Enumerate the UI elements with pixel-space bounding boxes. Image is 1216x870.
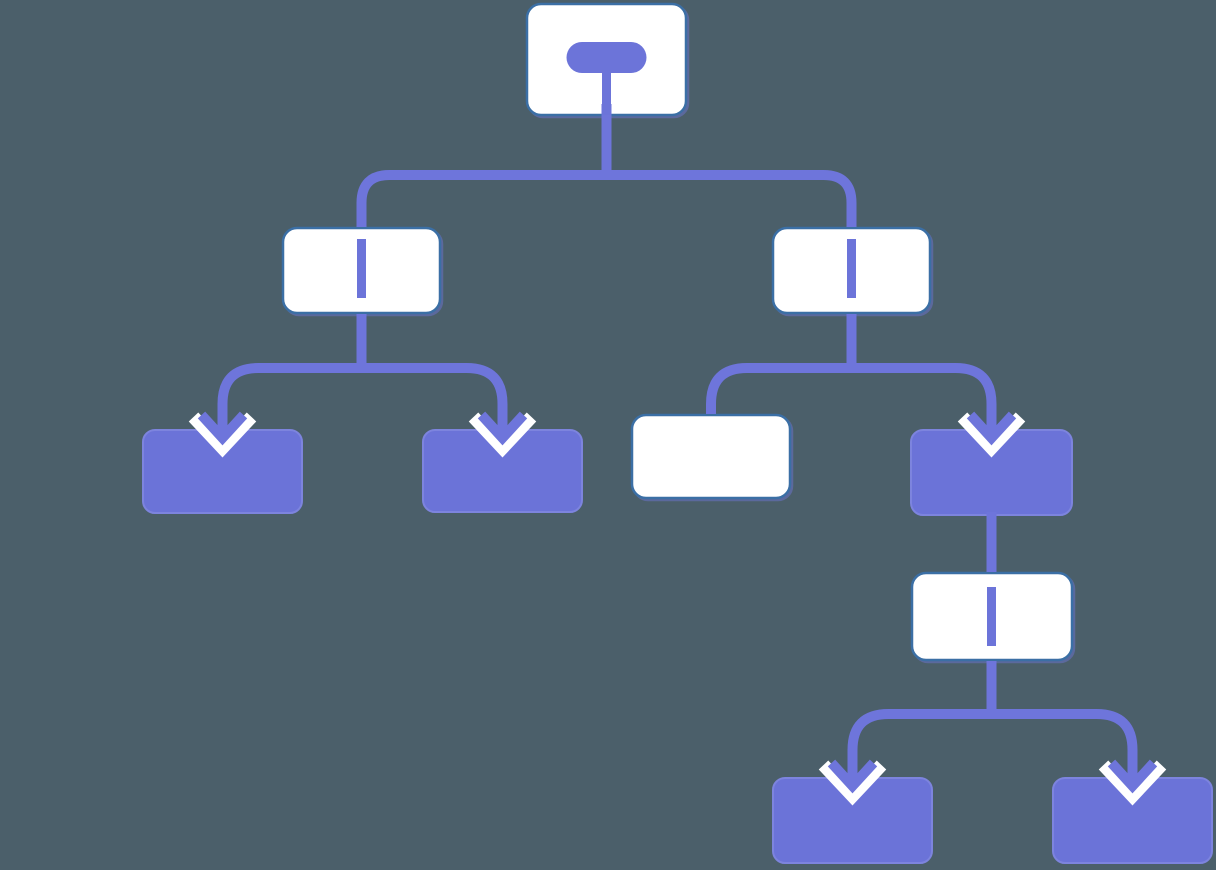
glyphs-layer xyxy=(357,42,996,646)
arrowhead-down-icon xyxy=(827,759,878,794)
chevron-down-icon xyxy=(957,412,1026,458)
branch-left-divider-glyph xyxy=(357,239,366,298)
root-pill-stem-glyph xyxy=(602,70,611,115)
arrowhead-down-icon xyxy=(197,411,248,446)
chevron-down-icon xyxy=(468,412,537,458)
branch-bottom-divider-glyph xyxy=(987,587,996,646)
edge-root-children xyxy=(356,170,857,227)
node-plain[interactable] xyxy=(630,413,792,500)
chevron-down-icon xyxy=(1098,760,1167,806)
edge-branch-bottom-children xyxy=(847,709,1138,784)
edge-branch-right-children xyxy=(706,363,997,436)
chevron-down-icon xyxy=(188,412,257,458)
arrowhead-down-icon xyxy=(477,411,528,446)
root-pill-glyph xyxy=(566,42,647,73)
branch-right-divider-glyph xyxy=(847,239,856,298)
edges-layer xyxy=(217,104,1138,784)
arrowhead-down-icon xyxy=(966,411,1017,446)
nodes-layer xyxy=(142,2,1213,864)
arrows-layer xyxy=(188,411,1167,806)
chevron-down-icon xyxy=(818,760,887,806)
edge-branch-left-children xyxy=(217,363,508,436)
arrowhead-down-icon xyxy=(1107,759,1158,794)
